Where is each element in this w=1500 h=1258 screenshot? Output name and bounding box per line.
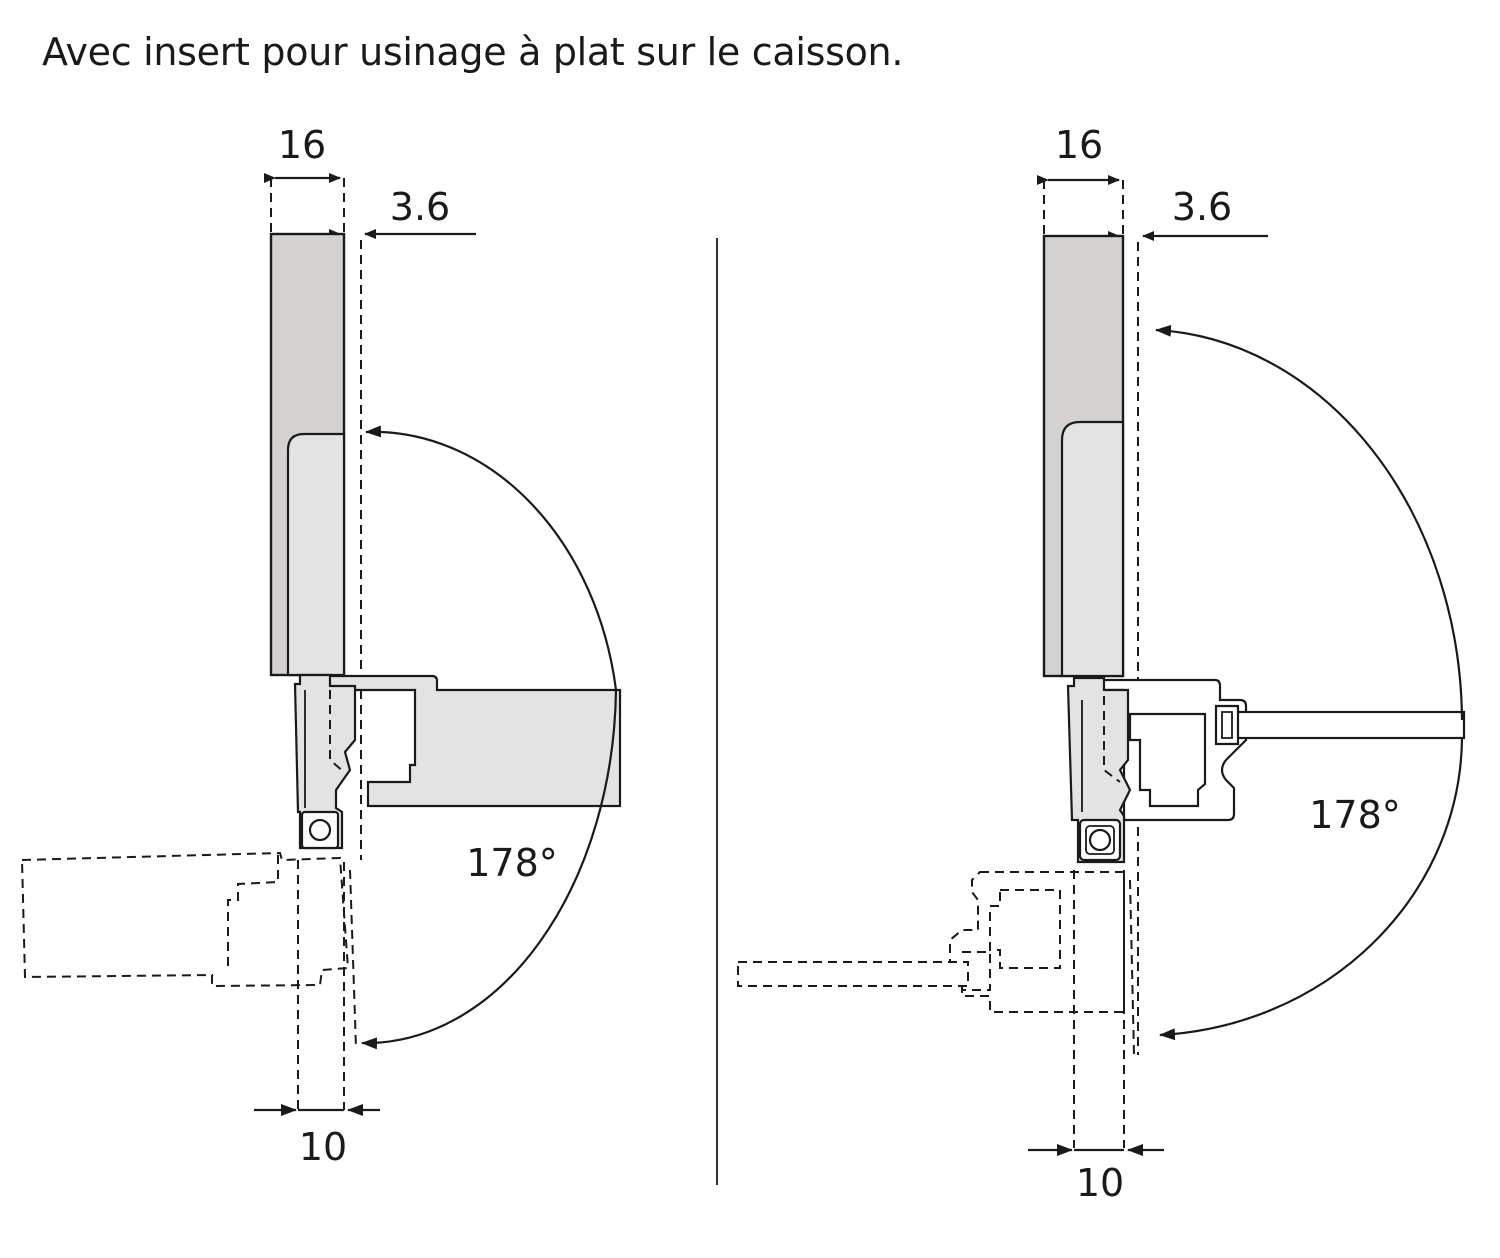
opening-arc-upper bbox=[1155, 324, 1464, 721]
opening-arc-lower bbox=[361, 689, 618, 1050]
dimension-3-6-left: 3.6 bbox=[274, 185, 476, 239]
angle-label: 178° bbox=[466, 841, 558, 885]
mounting-plate bbox=[320, 674, 622, 808]
door-open-position bbox=[737, 870, 1135, 1148]
dimension-3-6-right: 3.6 bbox=[1046, 185, 1268, 241]
dimension-16-left: 16 bbox=[264, 123, 345, 232]
door-open-position bbox=[20, 851, 357, 1110]
pivot-pin bbox=[308, 818, 332, 842]
diagram-left: 16 3.6 bbox=[20, 123, 622, 1169]
dimension-10-right: 10 bbox=[1028, 1144, 1164, 1205]
angle-label: 178° bbox=[1309, 793, 1401, 837]
opening-arc-upper bbox=[365, 425, 618, 691]
diagram-right: 16 3.6 bbox=[737, 123, 1466, 1205]
dimension-10-left: 10 bbox=[254, 1104, 380, 1169]
hinge-arm bbox=[1066, 676, 1132, 864]
dimension-label-offset: 3.6 bbox=[1172, 185, 1232, 229]
opening-arc-lower bbox=[1159, 737, 1464, 1041]
dimension-label-bottom: 10 bbox=[299, 1125, 347, 1169]
dimension-label-top-width: 16 bbox=[1055, 123, 1103, 167]
dimension-label-offset: 3.6 bbox=[390, 185, 450, 229]
pivot-pin bbox=[1088, 828, 1112, 852]
dimension-16-right: 16 bbox=[1037, 123, 1124, 234]
hinge-arm bbox=[293, 673, 357, 850]
glass-pane bbox=[1230, 710, 1466, 740]
hinge-cup bbox=[286, 432, 346, 677]
dimension-label-top-width: 16 bbox=[278, 123, 326, 167]
dimension-label-bottom: 10 bbox=[1076, 1161, 1124, 1205]
hinge-cup bbox=[1060, 420, 1125, 678]
page-title: Avec insert pour usinage à plat sur le c… bbox=[42, 30, 904, 74]
